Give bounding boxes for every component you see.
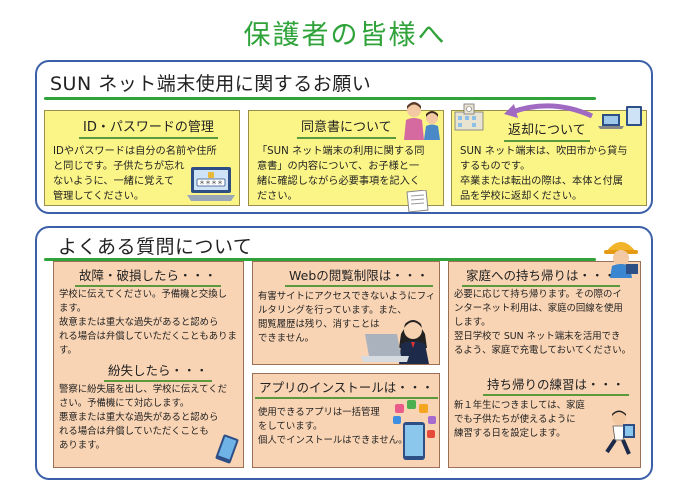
app-icons bbox=[393, 400, 436, 460]
faq-apps-body: 使用できるアプリは一括管理 をしています。 個人でインストールはできません。 bbox=[258, 407, 408, 446]
faq-lost-body: 警察に紛失届を出し、学校に伝えてくだ さい。予備機にて対応します。 悪意または重… bbox=[59, 384, 228, 451]
document-icon bbox=[406, 190, 429, 212]
svg-text:＊＊＊＊: ＊＊＊＊ bbox=[199, 180, 223, 187]
card-body: 「SUN ネット端末の利用に関する同 意書」の内容について、お子様と一 緒に確認… bbox=[257, 146, 425, 202]
running-child-icon bbox=[605, 410, 635, 455]
faq-apps: アプリのインストールは・・・ 使用できるアプリは一括管理 をしています。 個人で… bbox=[252, 373, 440, 468]
faq-broken-body: 学校に伝えてください。予備機と交換し ます。 故意または重大な過失があると認めら… bbox=[59, 289, 237, 356]
card-title: 返却について bbox=[504, 123, 590, 142]
faq-home-title: 家庭への持ち帰りは・・・ bbox=[462, 268, 621, 287]
faq-practice-title: 持ち帰りの練習は・・・ bbox=[483, 377, 629, 396]
faq-heading-underline bbox=[44, 258, 596, 261]
faq-lost-title: 紛失したら・・・ bbox=[104, 363, 213, 382]
faq-practice-body: 新１年生につきましては、家庭 でも子供たちが使えるように 練習する日を設定します… bbox=[454, 400, 585, 439]
page-title: 保護者の皆様へ bbox=[243, 20, 447, 51]
laptop-password-icon: ＊＊＊＊ bbox=[187, 167, 235, 201]
faq-web: Webの閲覧制限は・・・ 有害サイトにアクセスできないようにフィ ルタリングを行… bbox=[252, 261, 440, 365]
faq-apps-title: アプリのインストールは・・・ bbox=[255, 380, 438, 399]
faq-heading: よくある質問について bbox=[58, 236, 253, 258]
helmet-child-icon bbox=[604, 242, 638, 278]
card-title: 同意書について bbox=[297, 120, 396, 139]
faq-web-body: 有害サイトにアクセスできないようにフィ ルタリングを行っています。また、 閲覧履… bbox=[258, 291, 436, 344]
tablet-icon bbox=[215, 434, 239, 464]
request-heading-underline bbox=[44, 97, 596, 100]
faq-web-title: Webの閲覧制限は・・・ bbox=[285, 268, 433, 287]
school-return-icon bbox=[454, 103, 642, 131]
request-heading: SUN ネット端末使用に関するお願い bbox=[50, 73, 372, 95]
faq-home-body: 必要に応じて持ち帰ります。その際のイ ンターネット利用は、家庭の回線を使用 しま… bbox=[454, 289, 631, 356]
parent-child-icon bbox=[404, 102, 440, 140]
card-title: ID・パスワードの管理 bbox=[79, 120, 218, 139]
faq-home-practice: 家庭への持ち帰りは・・・ 必要に応じて持ち帰ります。その際のイ ンターネット利用… bbox=[448, 261, 641, 468]
card-body: IDやパスワードは自分の名前や住所 と同じです。子供たちが忘れ ないように、一緒… bbox=[53, 146, 217, 202]
faq-broken-lost: 故障・破損したら・・・ 学校に伝えてください。予備機と交換し ます。 故意または… bbox=[53, 261, 244, 468]
card-body: SUN ネット端末は、吹田市から貸与 するものです。 卒業または転出の際は、本体… bbox=[460, 146, 628, 202]
student-laptop-icon bbox=[361, 320, 429, 364]
card-id-password: ID・パスワードの管理 IDやパスワードは自分の名前や住所 と同じです。子供たち… bbox=[44, 110, 240, 206]
faq-broken-title: 故障・破損したら・・・ bbox=[75, 268, 221, 287]
